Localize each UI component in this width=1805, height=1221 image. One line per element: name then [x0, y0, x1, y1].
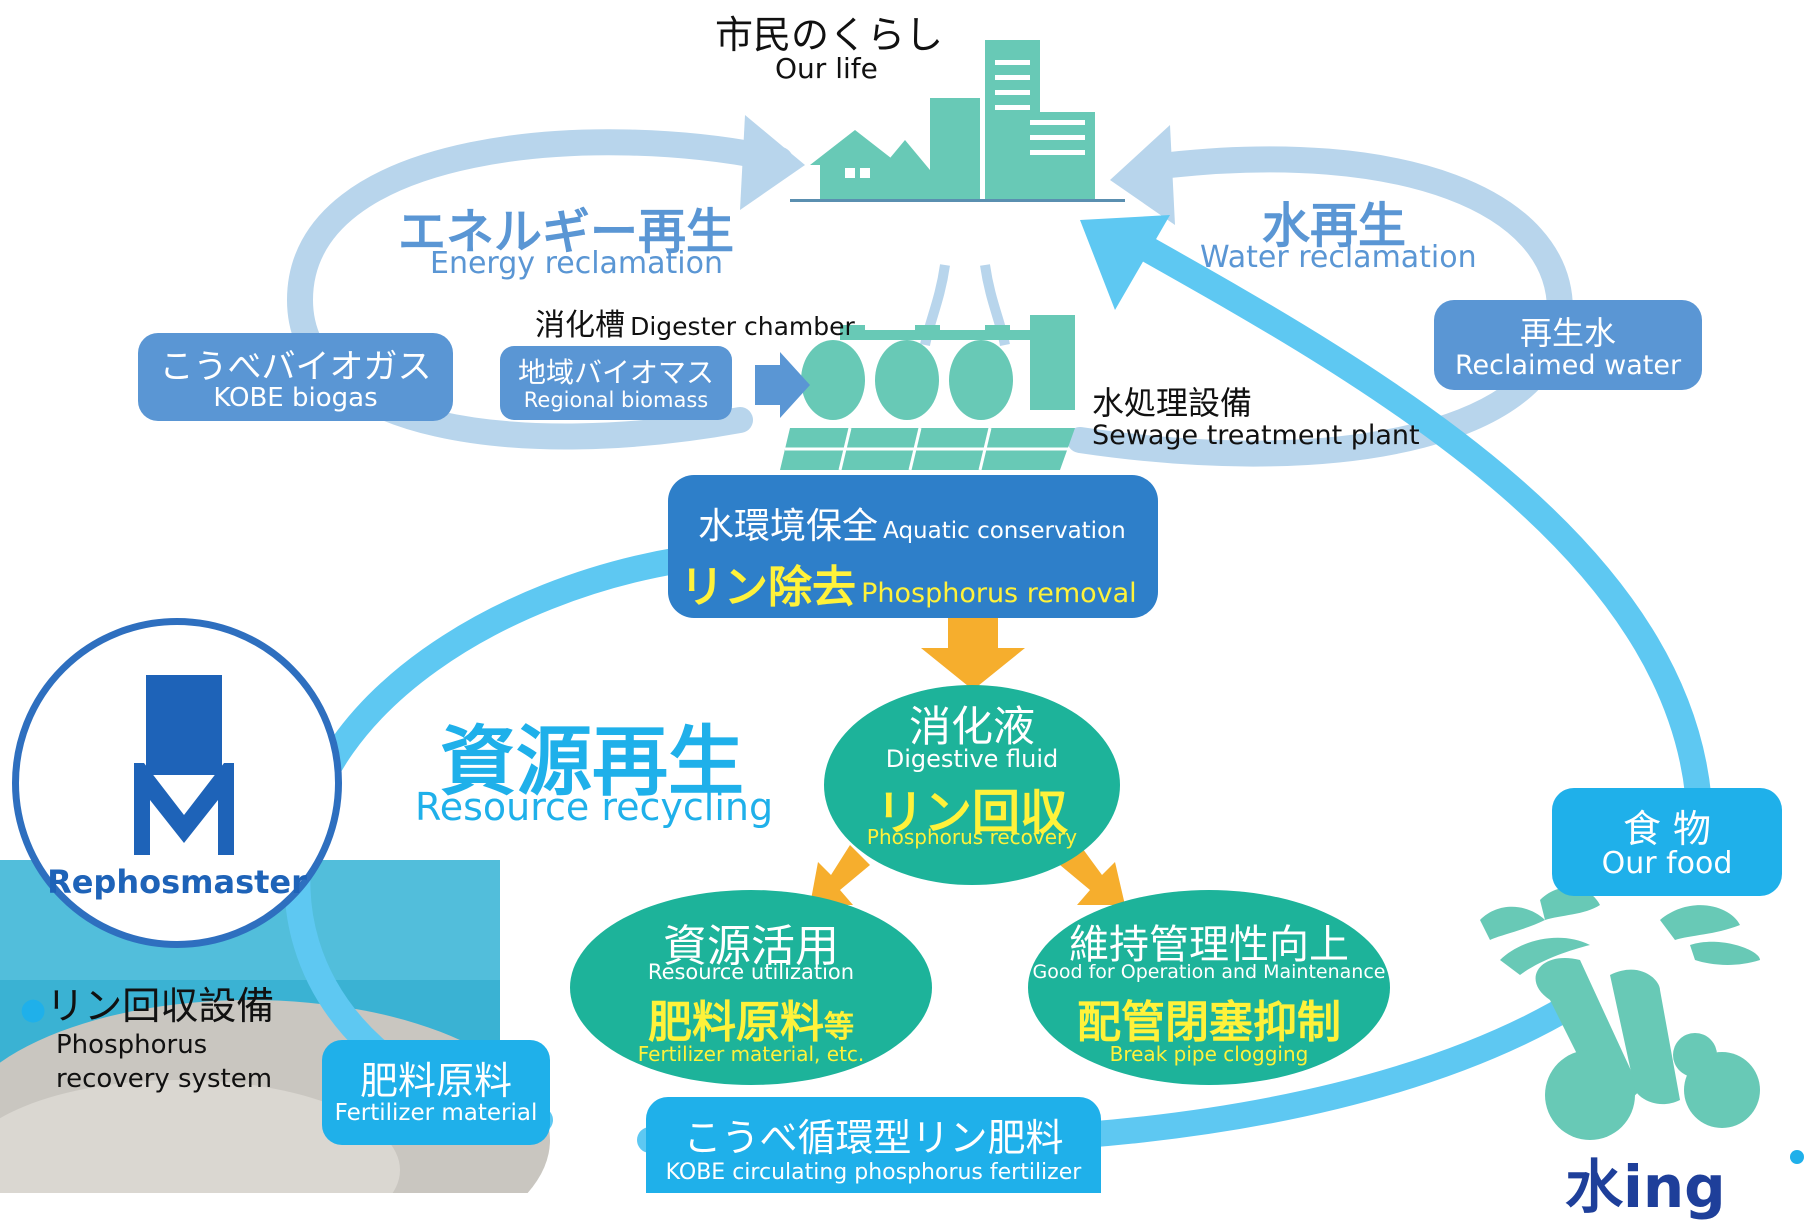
biomass-arrow-icon	[755, 352, 810, 418]
kobe-fertilizer-box: こうべ循環型リン肥料 KOBE circulating phosphorus f…	[646, 1097, 1101, 1193]
clogging-jp: 配管閉塞抑制	[1077, 997, 1341, 1048]
reclaimed-jp: 再生水	[1519, 314, 1616, 352]
water-arrowhead	[1110, 125, 1175, 225]
recovery-system-jp-line: ●リン回収設備	[20, 975, 274, 1030]
digester-tanks-icon	[780, 315, 1075, 471]
reclaimed-box: 再生水 Reclaimed water	[1434, 300, 1702, 390]
utilization-jp: 資源活用	[663, 921, 839, 972]
maintenance-ellipse: 維持管理性向上 Good for Operation and Maintenan…	[1028, 890, 1390, 1085]
utilization-en2: Fertilizer material, etc.	[637, 1042, 865, 1066]
orange-arrow-right-icon	[1060, 845, 1125, 905]
utilization-ellipse: 資源活用 Resource utilization 肥料原料等 Fertiliz…	[570, 890, 932, 1085]
recovery-jp: リン回収	[875, 785, 1068, 841]
digester-en: Digester chamber	[630, 312, 855, 341]
food-box: 食 物 Our food	[1552, 788, 1782, 896]
recovery-system-en1: Phosphorus	[56, 1030, 208, 1060]
fertilizer-en: Fertilizer material	[334, 1100, 538, 1126]
water-title-jp: 水再生	[1262, 198, 1407, 254]
kobe-fertilizer-jp: こうべ循環型リン肥料	[683, 1116, 1064, 1160]
logo-dot	[1790, 1150, 1804, 1164]
energy-arc	[286, 129, 793, 450]
fertilizer-box: 肥料原料 Fertilizer material	[322, 1040, 550, 1145]
reclaimed-en: Reclaimed water	[1454, 350, 1682, 381]
removal-jp: リン除去	[680, 562, 856, 613]
city-buildings-icon	[790, 40, 1125, 202]
food-en: Our food	[1601, 846, 1733, 881]
sewage-en: Sewage treatment plant	[1092, 420, 1420, 451]
maintenance-en: Good for Operation and Maintenance	[1032, 961, 1386, 983]
clogging-en: Break pipe clogging	[1109, 1042, 1309, 1066]
resource-title-en: Resource recycling	[415, 785, 774, 829]
recycle-arc-right	[1127, 232, 1713, 843]
energy-title-jp: エネルギー再生	[398, 204, 735, 260]
resource-title-jp: 資源再生	[440, 717, 744, 806]
aquatic-box: 水環境保全 Aquatic conservation リン除去 Phosphor…	[668, 475, 1158, 618]
orange-arrow-icon	[921, 610, 1025, 690]
fertilizer-jp: 肥料原料	[359, 1059, 512, 1103]
sewage-jp: 水処理設備	[1092, 384, 1253, 422]
bullet-icon: ●	[20, 992, 47, 1027]
rephosmaster-icon	[134, 675, 234, 855]
aquatic-en: Aquatic conservation	[883, 518, 1126, 544]
fluid-en: Digestive fluid	[885, 745, 1059, 773]
orange-arrow-left-icon	[810, 845, 870, 905]
biomass-en: Regional biomass	[523, 388, 709, 412]
digester-label: 消化槽 Digester chamber	[535, 300, 855, 344]
removal-en: Phosphorus removal	[861, 578, 1137, 609]
kobe-fertilizer-en: KOBE circulating phosphorus fertilizer	[665, 1160, 1082, 1185]
water-title-en: Water reclamation	[1200, 240, 1477, 275]
maintenance-jp: 維持管理性向上	[1069, 922, 1349, 968]
energy-arrowhead	[740, 115, 805, 210]
rephosmaster-label: Rephosmaster	[47, 863, 307, 901]
biogas-jp: こうべバイオガス	[159, 347, 432, 387]
rephosmaster-circle: Rephosmaster	[12, 618, 342, 948]
biomass-jp: 地域バイオマス	[517, 356, 714, 389]
digester-jp: 消化槽	[535, 308, 625, 343]
utilization-line2: 肥料原料等	[570, 986, 932, 1050]
vegetables-icon	[1480, 887, 1760, 1140]
food-jp: 食 物	[1622, 807, 1712, 851]
recovery-en: Phosphorus recovery	[866, 825, 1078, 849]
biogas-en: KOBE biogas	[213, 383, 378, 413]
biomass-box: 地域バイオマス Regional biomass	[500, 346, 732, 420]
recovery-system-en2: recovery system	[56, 1064, 273, 1094]
energy-title-en: Energy reclamation	[430, 246, 723, 281]
background-arcs	[0, 40, 1760, 1193]
our-life-en: Our life	[775, 52, 878, 85]
fertilizer-jp-yellow: 肥料原料	[648, 997, 824, 1048]
our-life-jp: 市民のくらし	[715, 13, 944, 57]
recycle-arrowhead	[1080, 215, 1170, 310]
fluid-ellipse: 消化液 Digestive fluid リン回収 Phosphorus reco…	[824, 685, 1120, 885]
fluid-jp: 消化液	[908, 702, 1035, 751]
aquatic-jp: 水環境保全	[698, 506, 879, 547]
aquatic-line1: 水環境保全 Aquatic conservation	[698, 497, 1126, 549]
corner-logo: 水ing	[1565, 1153, 1726, 1221]
recovery-system-jp: リン回収設備	[46, 984, 275, 1028]
etc-jp: 等	[824, 1010, 854, 1045]
utilization-en: Resource utilization	[647, 960, 855, 984]
aquatic-line2: リン除去 Phosphorus removal	[680, 551, 1137, 615]
biogas-box: こうべバイオガス KOBE biogas	[138, 333, 453, 421]
